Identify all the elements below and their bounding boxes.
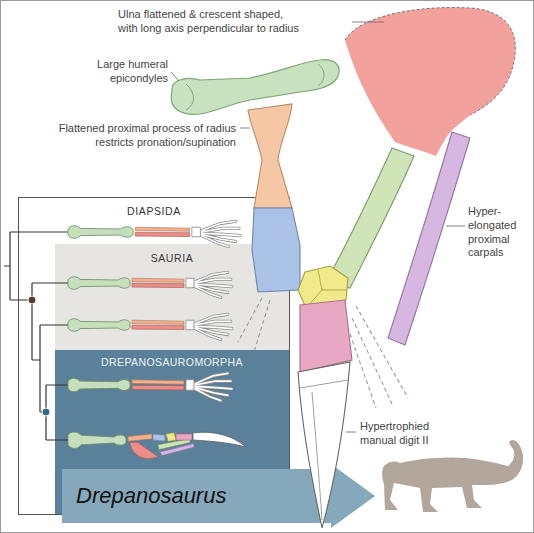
tree-lines bbox=[4, 232, 68, 440]
leader-line bbox=[171, 72, 179, 81]
humerus-bone bbox=[171, 60, 339, 115]
metacarpal-bone bbox=[300, 300, 352, 372]
leader-line bbox=[352, 22, 384, 23]
clade-node-dot bbox=[42, 408, 50, 416]
radiale-bone bbox=[252, 208, 300, 292]
clade-name: DIAPSIDA bbox=[127, 205, 181, 217]
callout-label: Hyper-elongated proximal carpals bbox=[468, 205, 530, 260]
tree-branch bbox=[4, 232, 68, 300]
taxon-name: Drepanosaurus bbox=[76, 483, 226, 508]
callout-label: Hypertrophied manual digit II bbox=[360, 420, 460, 448]
claw-digit bbox=[298, 362, 350, 528]
forelimb-icon bbox=[68, 221, 240, 246]
ulna-dashed-outline bbox=[345, 7, 515, 115]
humerus-detail bbox=[186, 64, 324, 110]
drepanosaurus-silhouette bbox=[382, 440, 523, 512]
tree-branch bbox=[32, 283, 68, 360]
forelimb-icon bbox=[68, 272, 232, 297]
claw-detail bbox=[300, 380, 348, 520]
tree-branch bbox=[40, 325, 68, 412]
forelimb-icon bbox=[68, 314, 232, 339]
elongated-carpal bbox=[388, 132, 470, 345]
callout-label: Large humeral epicondyles bbox=[86, 58, 168, 86]
ulna-bone bbox=[345, 7, 515, 156]
forelimb-icon bbox=[68, 373, 232, 400]
leader-lines bbox=[171, 22, 465, 432]
radius-bone bbox=[248, 104, 292, 208]
callout-label: Flattened proximal process of radius res… bbox=[56, 122, 236, 150]
clade-name: SAURIA bbox=[151, 252, 194, 264]
ulnare-carpal bbox=[326, 148, 414, 288]
clade-name: DREPANOSAUROMORPHA bbox=[101, 356, 243, 368]
callout-label: Ulna flattened & crescent shaped, with l… bbox=[118, 8, 346, 36]
leader-line bbox=[240, 128, 250, 129]
clade-node-dot bbox=[28, 296, 36, 304]
drepanosaurus-forelimb-icon bbox=[68, 432, 246, 459]
leader-line bbox=[446, 226, 465, 227]
leader-line bbox=[346, 432, 356, 433]
clade-panel: DIAPSIDA SAURIA DREPANOSAUROMORPHA bbox=[18, 197, 290, 515]
